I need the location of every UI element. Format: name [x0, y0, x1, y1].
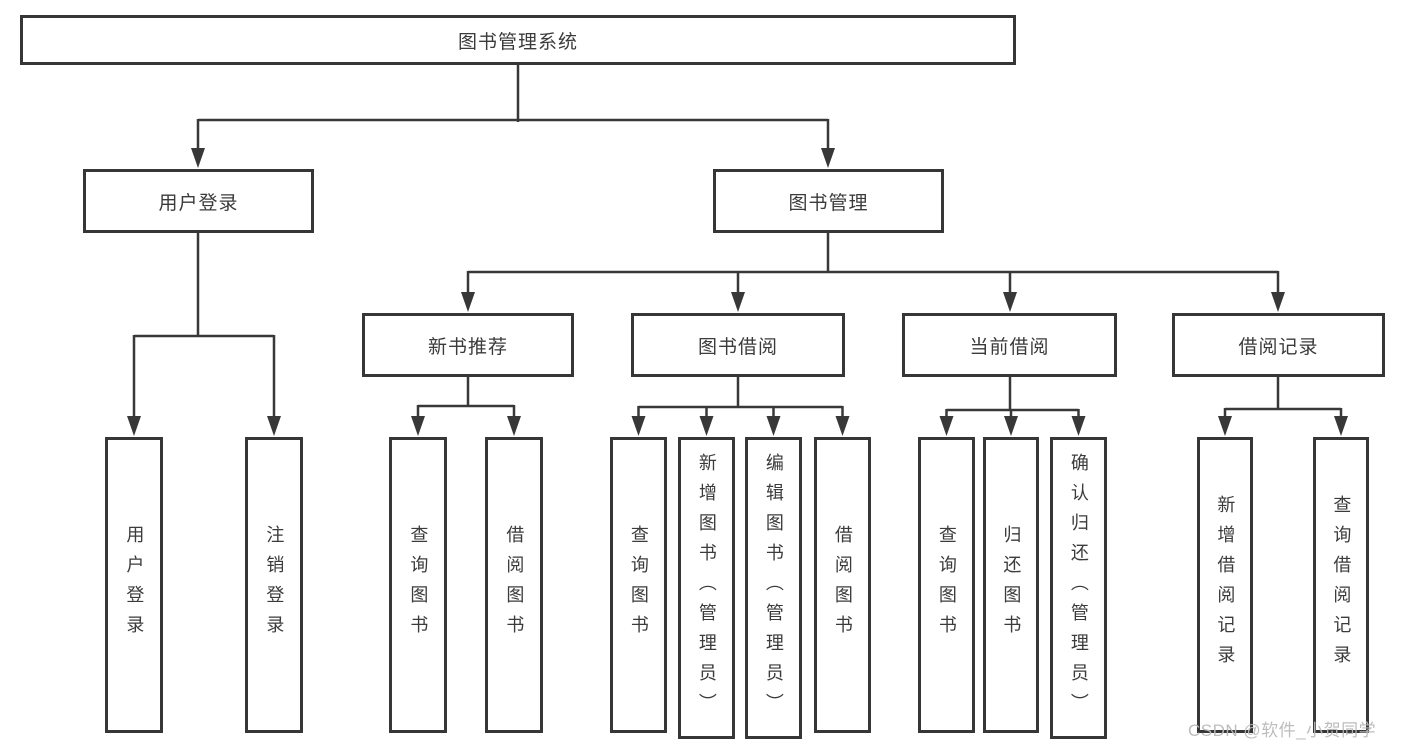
node-label: 归还图书 [1001, 525, 1022, 645]
node-label: 用户登录 [124, 525, 145, 645]
node-label: 编辑图书（管理员） [763, 453, 784, 723]
node-user-login: 用户登录 [83, 169, 314, 233]
leaf-confirm-return-admin: 确认归还（管理员） [1050, 437, 1107, 739]
leaf-add-books-admin: 新增图书（管理员） [678, 437, 735, 739]
leaf-borrow-books-recommend: 借阅图书 [485, 437, 543, 733]
node-book-management: 图书管理 [713, 169, 944, 233]
leaf-edit-books-admin: 编辑图书（管理员） [745, 437, 802, 739]
node-label: 新增借阅记录 [1215, 495, 1236, 675]
node-label: 新书推荐 [427, 336, 508, 358]
node-label: 图书管理系统 [457, 31, 578, 53]
node-label: 借阅图书 [832, 525, 853, 645]
leaf-query-books-current: 查询图书 [918, 437, 975, 733]
leaf-logout: 注销登录 [245, 437, 303, 733]
node-book-borrowing: 图书借阅 [631, 313, 845, 377]
leaf-query-borrow-record: 查询借阅记录 [1313, 437, 1369, 733]
node-label: 查询图书 [408, 525, 429, 645]
csdn-watermark: CSDN @软件_小贺同学 [1188, 721, 1377, 740]
node-label: 用户登录 [158, 192, 239, 214]
node-label: 查询图书 [628, 525, 649, 645]
node-new-book-recommendation: 新书推荐 [362, 313, 574, 377]
node-label: 新增图书（管理员） [696, 453, 717, 723]
leaf-add-borrow-record: 新增借阅记录 [1197, 437, 1253, 733]
node-label: 确认归还（管理员） [1068, 453, 1089, 723]
node-label: 图书借阅 [697, 336, 778, 358]
leaf-query-books-borrow: 查询图书 [610, 437, 667, 733]
node-label: 当前借阅 [969, 336, 1050, 358]
node-label: 查询借阅记录 [1331, 495, 1352, 675]
node-label: 借阅图书 [504, 525, 525, 645]
leaf-query-books-recommend: 查询图书 [389, 437, 447, 733]
arrowheads [127, 148, 1348, 436]
node-borrowing-records: 借阅记录 [1172, 313, 1385, 377]
node-root: 图书管理系统 [20, 15, 1016, 65]
node-label: 查询图书 [936, 525, 957, 645]
node-label: 注销登录 [264, 525, 285, 645]
leaf-borrow-books: 借阅图书 [814, 437, 871, 733]
node-label: 借阅记录 [1238, 336, 1319, 358]
leaf-user-login: 用户登录 [105, 437, 163, 733]
node-label: 图书管理 [788, 192, 869, 214]
node-current-borrowing: 当前借阅 [902, 313, 1117, 377]
leaf-return-books: 归还图书 [983, 437, 1039, 733]
